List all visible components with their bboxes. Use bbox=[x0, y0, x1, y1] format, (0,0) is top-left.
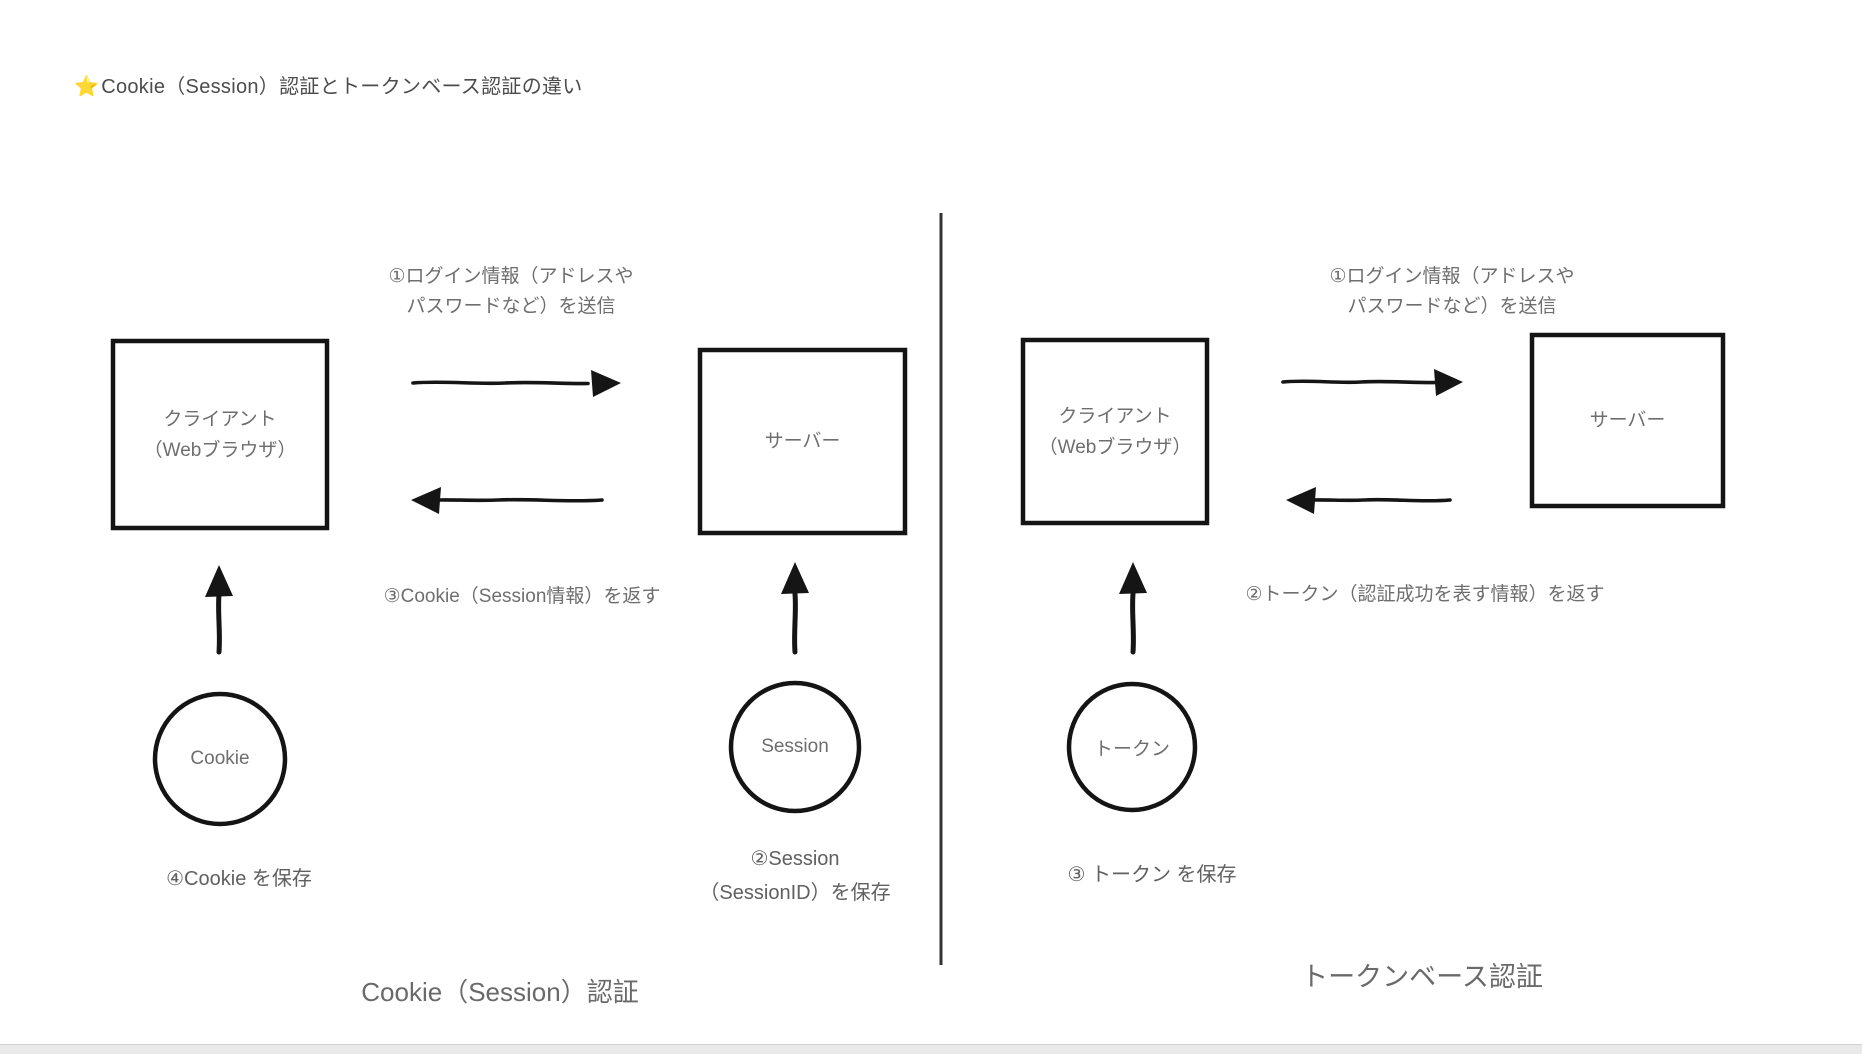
right-token-arrow-head bbox=[1119, 562, 1147, 594]
left-cookie-arrow-shaft bbox=[216, 591, 222, 655]
cookie-circle-label: Cookie bbox=[190, 748, 250, 769]
star-icon: ⭐ bbox=[74, 76, 100, 98]
left-request-label-line1: ①ログイン情報（アドレスや bbox=[388, 266, 634, 287]
right-panel-caption: トークンベース認証 bbox=[1301, 962, 1543, 992]
right-request-arrow-shaft bbox=[1281, 379, 1440, 385]
right-server-box-label: サーバー bbox=[1532, 335, 1723, 506]
right-token-arrow-shaft bbox=[1130, 591, 1136, 655]
left-client-box-label: クライアント （Webブラウザ） bbox=[113, 341, 327, 528]
right-request-label-line2: パスワードなど）を送信 bbox=[1347, 296, 1557, 317]
left-session-arrow-head bbox=[781, 562, 809, 594]
left-cookie-arrow-head bbox=[205, 565, 233, 597]
left-request-label-line2: パスワードなど）を送信 bbox=[406, 296, 616, 317]
left-response-arrow-head bbox=[411, 487, 441, 514]
page-title: ⭐Cookie（Session）認証とトークンベース認証の違い bbox=[74, 70, 583, 99]
token-save-caption: ③ トークン を保存 bbox=[1067, 864, 1237, 886]
right-response-label: ②トークン（認証成功を表す情報）を返す bbox=[1245, 584, 1605, 605]
left-response-label: ③Cookie（Session情報）を返す bbox=[383, 586, 661, 607]
right-server-box-text: サーバー bbox=[1589, 410, 1666, 431]
session-circle bbox=[728, 680, 862, 814]
left-server-box-label: サーバー bbox=[700, 350, 905, 533]
left-response-arrow-shaft bbox=[436, 497, 604, 503]
right-request-label: ①ログイン情報（アドレスや パスワードなど）を送信 bbox=[1329, 262, 1574, 322]
right-server-box bbox=[1529, 332, 1726, 509]
right-client-box bbox=[1020, 337, 1210, 526]
right-client-box-line2: （Webブラウザ） bbox=[1038, 436, 1192, 458]
left-client-box-line2: （Webブラウザ） bbox=[143, 439, 297, 461]
token-circle-label: トークン bbox=[1093, 738, 1170, 760]
left-request-label: ①ログイン情報（アドレスや パスワードなど）を送信 bbox=[388, 262, 633, 322]
session-save-caption: ②Session （SessionID）を保存 bbox=[699, 842, 890, 910]
right-request-arrow-head bbox=[1434, 369, 1463, 396]
session-circle-label: Session bbox=[761, 736, 829, 757]
session-save-caption-line2: （SessionID）を保存 bbox=[699, 882, 891, 904]
left-server-box bbox=[697, 347, 908, 536]
right-request-label-line1: ①ログイン情報（アドレスや bbox=[1329, 266, 1575, 287]
right-response-arrow-head bbox=[1286, 487, 1316, 514]
left-client-box bbox=[110, 338, 330, 531]
token-circle bbox=[1066, 681, 1198, 813]
left-request-arrow-head bbox=[591, 370, 621, 397]
session-save-caption-line1: ②Session bbox=[750, 848, 840, 870]
left-server-box-text: サーバー bbox=[764, 431, 841, 452]
left-request-arrow-shaft bbox=[411, 380, 590, 386]
left-panel-caption: Cookie（Session）認証 bbox=[361, 977, 639, 1007]
right-client-box-label: クライアント （Webブラウザ） bbox=[1023, 340, 1207, 523]
cookie-circle bbox=[152, 691, 288, 827]
right-response-arrow-shaft bbox=[1310, 497, 1452, 503]
right-client-box-line1: クライアント bbox=[1058, 405, 1172, 427]
page-title-text: Cookie（Session）認証とトークンベース認証の違い bbox=[101, 76, 583, 98]
left-session-arrow-shaft bbox=[792, 591, 798, 655]
cookie-save-caption: ④Cookie を保存 bbox=[166, 868, 312, 890]
left-client-box-line1: クライアント bbox=[163, 408, 277, 430]
bottom-scrollbar-track[interactable] bbox=[0, 1044, 1862, 1054]
